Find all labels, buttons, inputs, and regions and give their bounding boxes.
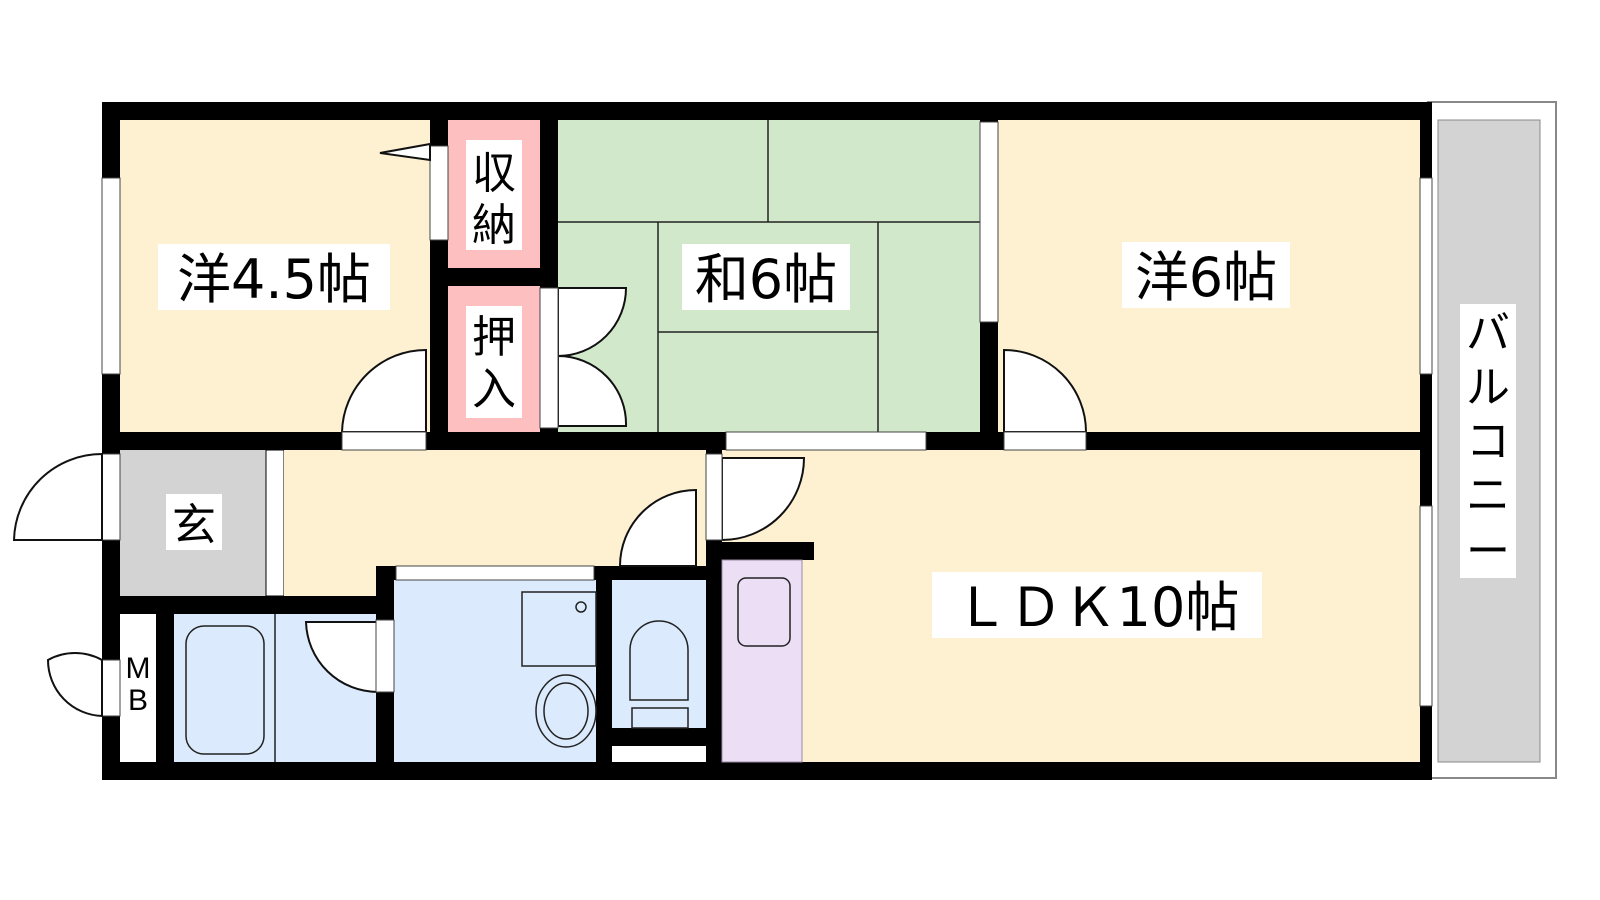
meter-box <box>120 614 156 762</box>
room-label: バ <box>1466 308 1510 359</box>
label-storage: 収 納 <box>466 140 522 251</box>
doors <box>12 142 1088 718</box>
room-label: M <box>126 652 151 685</box>
tatami-lines <box>558 120 980 432</box>
room-label: 和6帖 <box>695 248 837 311</box>
label-western-4-5: 洋4.5帖 <box>158 244 390 311</box>
toilet-storage <box>612 746 706 762</box>
room-label: 洋4.5帖 <box>177 248 371 311</box>
label-entrance: 玄 <box>166 494 222 551</box>
room-label: 玄 <box>172 500 216 551</box>
label-meter-box: M B <box>126 652 151 717</box>
kitchen-counter <box>721 559 803 763</box>
toilet-icon <box>629 620 689 701</box>
label-western-6: 洋6帖 <box>1122 242 1290 309</box>
washing-machine-icon <box>521 591 597 667</box>
label-closet: 押 入 <box>466 306 522 418</box>
room-label: 洋6帖 <box>1135 246 1277 309</box>
room-label: B <box>128 684 148 717</box>
washbasin-icon <box>535 674 597 748</box>
label-ldk: ＬＤＫ10帖 <box>932 572 1262 639</box>
bathtub-icon <box>185 625 265 755</box>
room-label: コ <box>1466 416 1510 467</box>
room-label: 納 <box>472 200 516 251</box>
room-toilet <box>612 580 706 728</box>
room-label: ニ <box>1466 470 1510 521</box>
room-label: ＬＤＫ10帖 <box>955 576 1240 639</box>
room-label: 入 <box>472 364 516 415</box>
room-label: ー <box>1466 526 1510 577</box>
label-balcony: バ ル コ ニ ー <box>1460 304 1516 578</box>
room-label: 収 <box>472 148 516 199</box>
windows <box>101 121 1433 717</box>
wall-segment <box>706 542 814 560</box>
room-label: 押 <box>472 312 516 363</box>
entrance-step <box>265 449 285 597</box>
room-label: ル <box>1466 362 1510 413</box>
room-washroom <box>394 580 596 762</box>
sink-icon <box>737 577 791 647</box>
label-japanese-6: 和6帖 <box>682 244 850 311</box>
